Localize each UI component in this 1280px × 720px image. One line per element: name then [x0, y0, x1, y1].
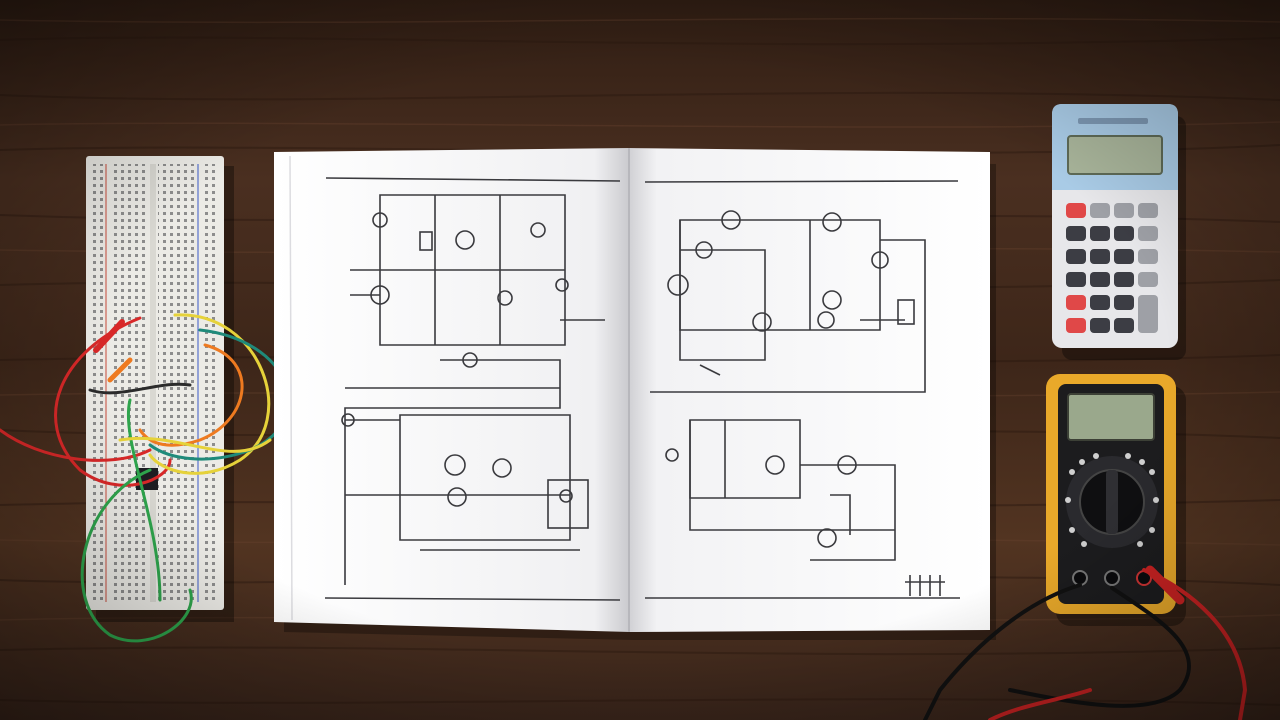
- photo-scene: [0, 0, 1280, 720]
- vignette: [0, 0, 1280, 720]
